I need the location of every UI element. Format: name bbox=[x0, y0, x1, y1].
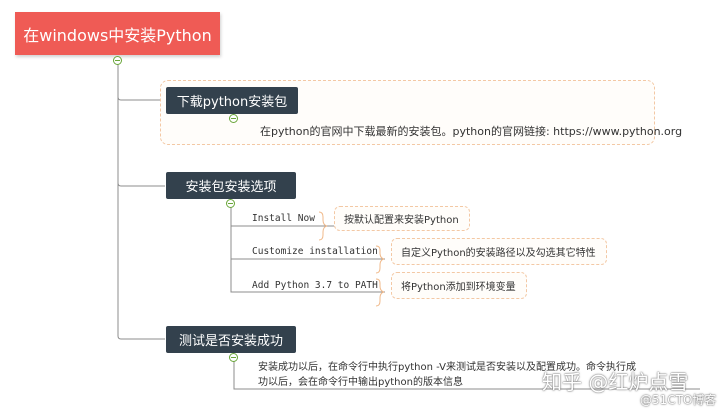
leaf-test-info: 安装成功以后，在命令行中执行python -V来测试是否安装以及配置成功。命令执… bbox=[258, 360, 708, 390]
brace-2-3 bbox=[375, 278, 385, 307]
branch-node-install-options[interactable]: 安装包安装选项 bbox=[166, 172, 296, 199]
option-customize: Customize installation bbox=[252, 246, 378, 257]
collapse-toggle-icon[interactable] bbox=[229, 353, 238, 362]
connector-branch-3 bbox=[117, 183, 165, 340]
connector-branch-1 bbox=[117, 63, 165, 101]
desc-text: 将Python添加到环境变量 bbox=[401, 282, 516, 293]
watermark-zhihu: 知乎 @红炉点雪 bbox=[542, 370, 689, 394]
option-customize-desc: 自定义Python的安装路径以及勾选其它特性 bbox=[391, 238, 607, 265]
branch-node-test[interactable]: 测试是否安装成功 bbox=[166, 326, 296, 353]
connector-branch-2 bbox=[117, 97, 165, 187]
watermark-51cto: @51CTO博客 bbox=[640, 393, 717, 407]
brace-2-2 bbox=[375, 245, 385, 274]
test-info-line-2: 功以后，会在命令行中输出python的版本信息 bbox=[258, 377, 463, 388]
connector-leaf-3-1 bbox=[233, 359, 700, 390]
branch-2-title: 安装包安装选项 bbox=[185, 180, 277, 195]
desc-text: 按默认配置来安装Python bbox=[344, 215, 459, 226]
collapse-toggle-icon[interactable] bbox=[113, 56, 122, 65]
leaf-download-info: 在python的官网中下载最新的安装包。python的官网链接: https:/… bbox=[260, 125, 683, 138]
branch-1-title: 下载python安装包 bbox=[176, 95, 288, 110]
branch-node-download[interactable]: 下载python安装包 bbox=[166, 87, 298, 114]
brace-2-1 bbox=[318, 211, 328, 241]
collapse-toggle-icon[interactable] bbox=[226, 199, 235, 208]
collapse-toggle-icon[interactable] bbox=[229, 114, 238, 123]
branch-3-title: 测试是否安装成功 bbox=[178, 334, 283, 349]
connector-leaf-2-3 bbox=[230, 259, 385, 293]
root-node[interactable]: 在windows中安装Python bbox=[15, 12, 220, 55]
desc-text: 自定义Python的安装路径以及勾选其它特性 bbox=[401, 248, 596, 259]
option-install-now-desc: 按默认配置来安装Python bbox=[334, 206, 470, 231]
option-add-path-desc: 将Python添加到环境变量 bbox=[391, 272, 527, 299]
option-add-path: Add Python 3.7 to PATH bbox=[252, 280, 378, 291]
root-title: 在windows中安装Python bbox=[23, 25, 212, 45]
test-info-line-1: 安装成功以后，在命令行中执行python -V来测试是否安装以及配置成功。命令执… bbox=[258, 362, 637, 373]
option-install-now: Install Now bbox=[252, 213, 315, 224]
